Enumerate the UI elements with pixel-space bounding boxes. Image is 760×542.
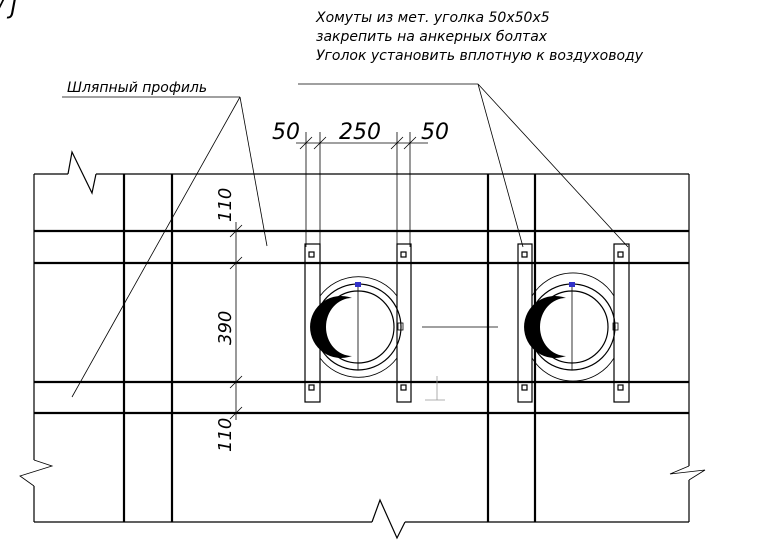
duct-marker-1 (355, 282, 361, 287)
duct-bolt-1r (397, 322, 404, 331)
top-dimension-chain (296, 132, 428, 247)
clamp-angle-1b (396, 243, 412, 403)
dim-vertical-middle: 390 (215, 311, 236, 345)
dim-top-middle: 250 (339, 120, 381, 145)
note-line-2: закрепить на анкерных болтах (316, 29, 548, 45)
duct-bolt-2l (526, 322, 533, 331)
sheet-mark: / J (0, 0, 17, 20)
duct-assembly-1 (304, 243, 412, 403)
slab-outline (19, 150, 706, 540)
duct-assembly-2 (517, 243, 630, 403)
vertical-dimension-chain (229, 222, 243, 420)
clamp-band-1 (319, 276, 398, 378)
note-line-3: Уголок установить вплотную к воздуховоду (316, 48, 644, 64)
profile-leaders (71, 96, 268, 398)
duct-bolt-2r (612, 322, 619, 331)
dim-vertical-top: 110 (215, 188, 236, 222)
clamp-band-2 (531, 272, 615, 382)
profile-label: Шляпный профиль (67, 80, 207, 96)
hat-profile-rails (34, 229, 689, 415)
duct-shading-1 (310, 296, 352, 358)
note-line-1: Хомуты из мет. уголка 50х50х5 (315, 10, 550, 26)
duct-marker-2 (569, 282, 575, 287)
reference-marks (425, 376, 445, 401)
duct-bolt-1l (312, 322, 319, 331)
dim-vertical-bottom: 110 (215, 418, 236, 452)
dim-top-right: 50 (421, 120, 449, 145)
duct-shading-2 (524, 296, 566, 358)
notes-leaders (298, 83, 629, 248)
dim-top-left: 50 (272, 120, 300, 145)
